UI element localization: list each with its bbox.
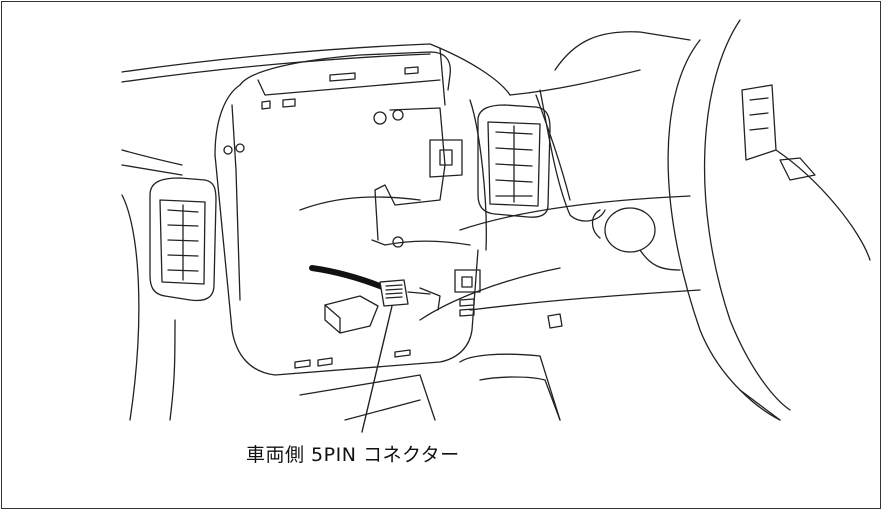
right-air-vent-icon bbox=[477, 104, 551, 218]
instrument-cluster bbox=[775, 149, 871, 261]
steering-column bbox=[539, 31, 691, 271]
mounting-bracket bbox=[299, 107, 481, 293]
console-opening bbox=[214, 51, 487, 376]
connector-callout-label: 車両側 5PIN コネクター bbox=[246, 444, 460, 466]
connector-icon bbox=[309, 265, 441, 334]
center-console bbox=[299, 313, 563, 421]
leader-line bbox=[361, 305, 393, 433]
left-trim-arc bbox=[121, 194, 176, 421]
dashboard-outline bbox=[121, 43, 701, 321]
steering-wheel-icon bbox=[667, 19, 791, 421]
left-air-vent-icon bbox=[149, 177, 217, 302]
